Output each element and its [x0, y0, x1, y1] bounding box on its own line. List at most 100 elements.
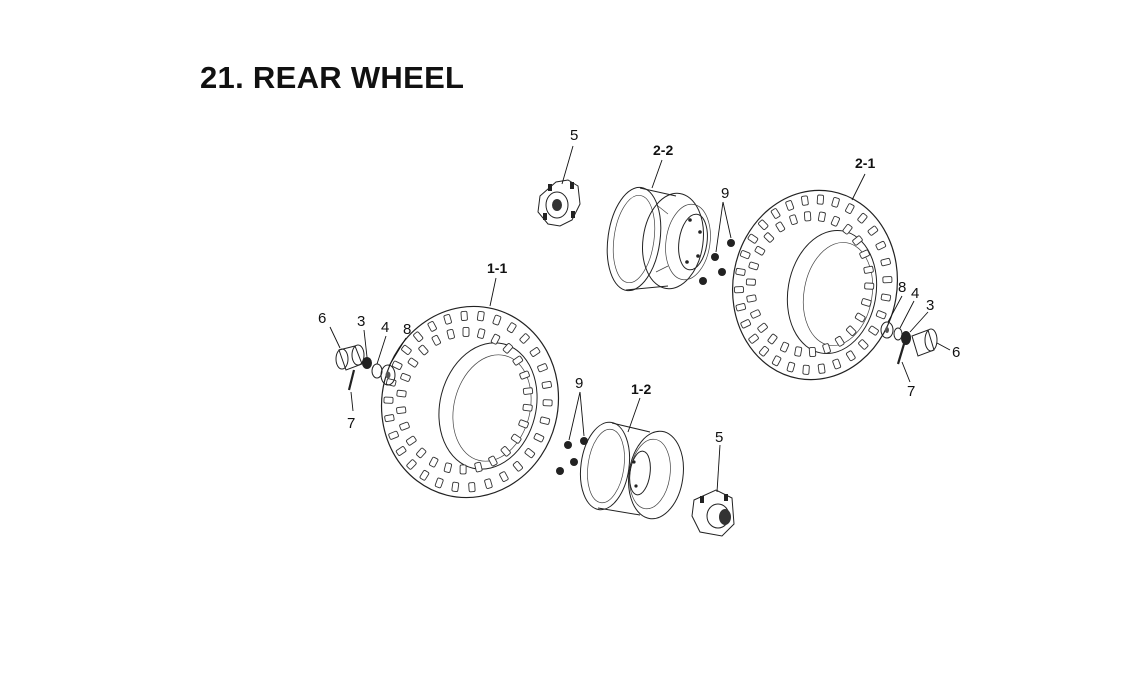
tread-block — [399, 421, 410, 431]
callout-left-tire: 1-1 — [487, 260, 507, 276]
tread-block — [822, 343, 831, 354]
tread-block — [396, 406, 407, 414]
tread-block — [802, 364, 810, 375]
tread-block — [388, 430, 399, 440]
tread-block — [395, 446, 407, 456]
tread-block — [477, 328, 486, 339]
tread-block — [468, 482, 476, 493]
tread-block — [786, 361, 796, 373]
tread-block — [416, 447, 427, 459]
tread-block — [522, 387, 534, 395]
left-rim-nuts — [556, 437, 588, 475]
tread-block — [770, 208, 781, 219]
tread-block — [418, 344, 429, 356]
tread-block — [880, 293, 892, 302]
tread-block — [757, 322, 768, 333]
tread-block — [484, 478, 493, 489]
tread-block — [524, 448, 536, 459]
tread-block — [817, 363, 826, 374]
left-tire — [380, 305, 560, 499]
right-tire — [731, 189, 899, 381]
tread-block — [733, 286, 745, 294]
tread-block — [808, 346, 817, 358]
tread-block — [801, 195, 809, 206]
tread-block — [519, 333, 530, 344]
callout-left-pin: 7 — [347, 415, 355, 432]
tread-block — [488, 455, 498, 467]
callout-right-rim: 2-2 — [653, 142, 673, 158]
tread-block — [830, 215, 840, 227]
tread-block — [533, 433, 545, 443]
callout-right-rim-nuts: 9 — [721, 185, 729, 202]
callout-right-washer8: 8 — [898, 279, 906, 296]
tread-block — [831, 197, 840, 208]
tread-block — [735, 303, 747, 312]
leader-lines — [329, 145, 951, 493]
tread-block — [474, 461, 483, 473]
tread-block — [406, 459, 417, 470]
tread-block — [542, 399, 553, 407]
tread-block — [852, 235, 863, 246]
page-title: 21. REAR WHEEL — [200, 60, 465, 95]
tread-block — [834, 336, 845, 347]
tread-block — [803, 211, 812, 222]
tread-block — [522, 403, 533, 412]
tread-block — [492, 314, 502, 326]
tread-block — [846, 325, 857, 336]
tread-block — [746, 294, 757, 303]
tread-block — [859, 249, 870, 259]
tread-block — [446, 328, 455, 340]
tread-block — [740, 319, 752, 329]
tread-block — [735, 267, 746, 276]
tread-block — [451, 481, 460, 493]
tread-block — [758, 345, 770, 357]
tread-block — [499, 471, 509, 482]
callout-left-rim: 1-2 — [631, 381, 651, 397]
callout-right-nut: 3 — [926, 297, 934, 314]
callout-right-hub: 5 — [570, 127, 578, 144]
tread-block — [750, 309, 761, 319]
tread-block — [763, 232, 775, 243]
right-rim-nuts — [699, 239, 735, 285]
left-hub — [691, 489, 735, 537]
right-hub — [537, 179, 581, 227]
tread-block — [789, 214, 798, 225]
callout-left-rim-nuts: 9 — [575, 375, 583, 392]
tread-block — [512, 355, 524, 366]
tread-block — [775, 221, 786, 233]
tread-block — [459, 464, 467, 475]
callout-right-washer4: 4 — [911, 285, 919, 302]
callout-left-cap: 6 — [318, 310, 326, 327]
tread-block — [739, 250, 751, 260]
tread-block — [875, 310, 887, 320]
tread-block — [845, 203, 855, 214]
tread-block — [842, 223, 853, 235]
tread-block — [460, 310, 468, 321]
tread-block — [510, 433, 522, 444]
tread-block — [868, 325, 879, 336]
tread-block — [518, 419, 529, 429]
tread-block — [502, 343, 513, 354]
tread-block — [882, 276, 893, 284]
tread-block — [443, 314, 452, 325]
left-rim — [579, 421, 684, 520]
tread-block — [817, 211, 826, 222]
tread-block — [748, 261, 759, 271]
tread-block — [506, 322, 517, 333]
tread-block — [780, 341, 790, 353]
right-rim — [606, 186, 711, 292]
tread-block — [406, 435, 417, 446]
tread-block — [529, 347, 541, 357]
tread-block — [519, 370, 530, 380]
callout-left-hub: 5 — [715, 429, 723, 446]
tread-block — [429, 456, 439, 468]
tread-block — [875, 240, 887, 251]
tread-block — [539, 416, 551, 425]
tread-block — [434, 477, 444, 489]
tread-block — [443, 462, 453, 473]
tread-block — [401, 344, 412, 355]
tread-block — [427, 321, 437, 332]
tread-block — [745, 278, 756, 286]
tread-block — [754, 245, 766, 256]
tread-block — [383, 396, 394, 404]
